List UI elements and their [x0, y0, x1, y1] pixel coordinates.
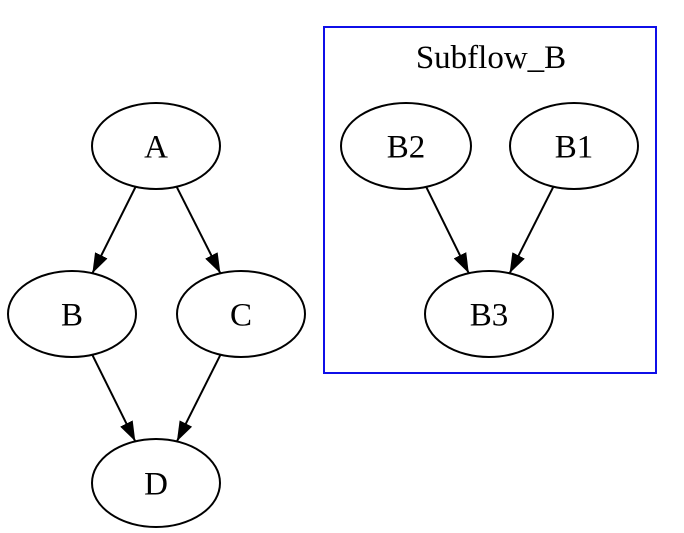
node-a-ellipse — [91, 102, 221, 190]
node-b-ellipse — [7, 270, 137, 358]
edge-a-to-c — [175, 186, 222, 274]
edge-b1-to-b3 — [508, 186, 555, 274]
node-a: A — [91, 102, 221, 190]
edge-c-to-d — [176, 354, 222, 442]
node-a-label: A — [144, 130, 168, 166]
node-b2-label: B2 — [387, 130, 426, 166]
node-d: D — [91, 438, 221, 528]
edge-a-to-b — [91, 186, 137, 274]
node-c-label: C — [230, 298, 252, 334]
node-b3-ellipse — [424, 270, 554, 358]
node-c-ellipse — [176, 270, 306, 358]
node-b2: B2 — [340, 102, 472, 190]
cluster-subflow-b-label: Subflow_B — [416, 40, 566, 76]
node-b3: B3 — [424, 270, 554, 358]
edge-b2-to-b3 — [425, 186, 470, 274]
node-b-label: B — [61, 298, 83, 334]
node-b1: B1 — [509, 102, 639, 190]
node-b2-ellipse — [340, 102, 472, 190]
node-b3-label: B3 — [470, 298, 509, 334]
node-b1-ellipse — [509, 102, 639, 190]
node-d-ellipse — [91, 438, 221, 528]
node-c: C — [176, 270, 306, 358]
node-b1-label: B1 — [555, 130, 594, 166]
edge-b-to-d — [91, 354, 137, 442]
node-b: B — [7, 270, 137, 358]
node-d-label: D — [144, 467, 168, 503]
